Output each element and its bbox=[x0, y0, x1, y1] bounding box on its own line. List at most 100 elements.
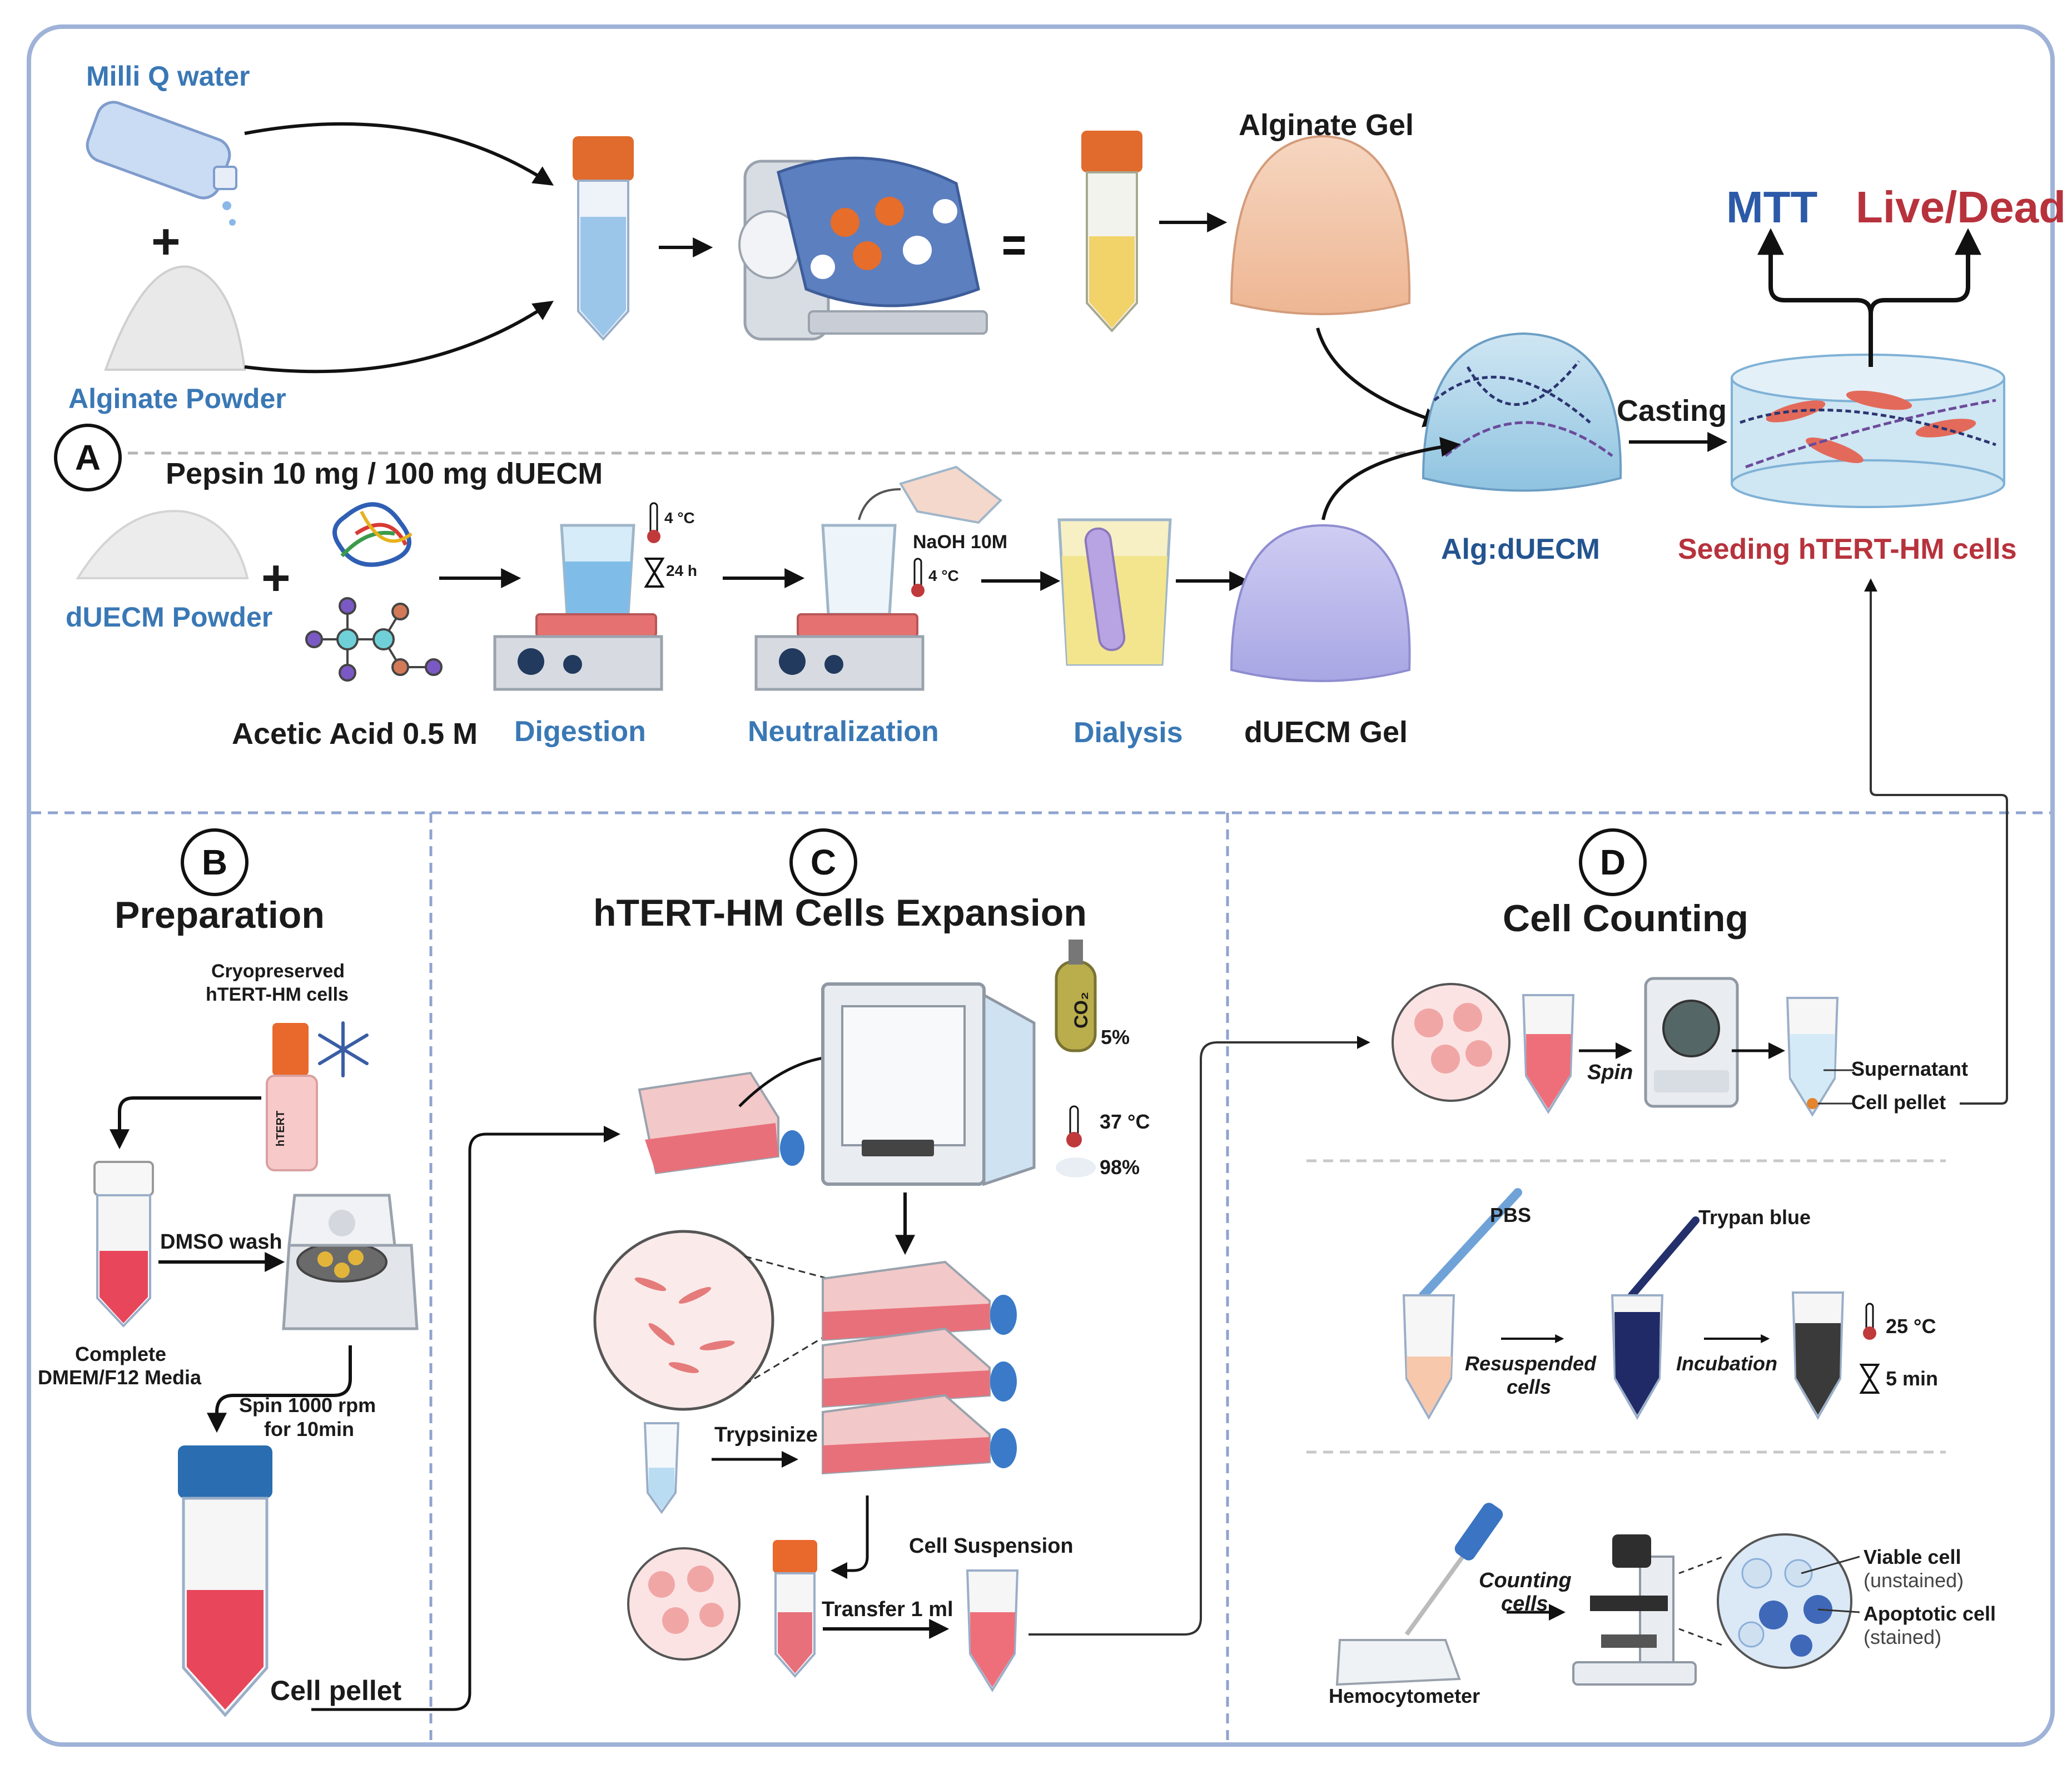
arrow-b-to-c bbox=[311, 1126, 620, 1711]
duecm-gel-label: dUECM Gel bbox=[1244, 715, 1408, 749]
cell-suspension-label: Cell Suspension bbox=[909, 1534, 1074, 1558]
arrow-c-to-d bbox=[1028, 1036, 1370, 1636]
alg-duecm-label: Alg:dUECM bbox=[1441, 533, 1600, 565]
temperature-c-label: 37 °C bbox=[1100, 1110, 1150, 1133]
resuspended-line1: Resuspended bbox=[1465, 1352, 1597, 1375]
arrow-to-live-dead bbox=[1869, 228, 1981, 315]
mtt-label: MTT bbox=[1726, 182, 1818, 232]
thermometer-icon-c bbox=[1066, 1105, 1082, 1147]
snowflake-icon bbox=[318, 1021, 369, 1077]
cell-pellet-d-label: Cell pellet bbox=[1851, 1091, 1946, 1114]
alginate-powder-label: Alginate Powder bbox=[68, 383, 286, 414]
plus-sign-2: + bbox=[261, 550, 291, 606]
milli-q-water-label: Milli Q water bbox=[86, 61, 250, 92]
panel-c-title: hTERT-HM Cells Expansion bbox=[593, 892, 1087, 934]
panel-c-label: C bbox=[789, 828, 857, 896]
panel-d-label: D bbox=[1579, 828, 1647, 896]
arrow-alginate-to-mix bbox=[1316, 327, 1444, 428]
vial-label: hTERT bbox=[275, 1110, 287, 1147]
micropipette-icon bbox=[1404, 1503, 1503, 1636]
arrow-stack-to-tube bbox=[831, 1495, 869, 1579]
transfer-label: Transfer 1 ml bbox=[822, 1598, 953, 1621]
trypsin-tube-icon bbox=[643, 1422, 680, 1514]
microscope-icon bbox=[1572, 1534, 1697, 1686]
duecm-gel-shape bbox=[1230, 524, 1411, 682]
dmso-wash-label: DMSO wash bbox=[160, 1230, 282, 1254]
duecm-powder-icon bbox=[76, 510, 249, 579]
dialysis-label: Dialysis bbox=[1074, 717, 1183, 749]
viable-cell-label: Viable cell bbox=[1864, 1546, 1961, 1568]
trypan-blue-label: Trypan blue bbox=[1698, 1206, 1811, 1229]
co2-cylinder-icon bbox=[1055, 940, 1097, 1052]
alg-duecm-gel-icon bbox=[1422, 332, 1622, 492]
stained-label: (stained) bbox=[1864, 1626, 1942, 1648]
incubation-label: Incubation bbox=[1676, 1352, 1777, 1375]
digestion-label: Digestion bbox=[514, 715, 646, 748]
tube-rotator-icon bbox=[738, 156, 988, 341]
pellet-tube-icon bbox=[178, 1445, 272, 1717]
neutral-temp-label: 4 °C bbox=[928, 567, 959, 584]
humidity-cloud-icon bbox=[1056, 1157, 1096, 1177]
spin-d-label: Spin bbox=[1587, 1061, 1633, 1084]
hemocytometer-icon bbox=[1335, 1639, 1461, 1686]
eppendorf-tube-c-icon bbox=[966, 1569, 1019, 1692]
suspension-tube-icon bbox=[773, 1540, 817, 1678]
thermometer-icon-d bbox=[1863, 1303, 1876, 1340]
eppendorf-resuspended-icon bbox=[1402, 1294, 1455, 1420]
incubation-temp-label: 25 °C bbox=[1886, 1315, 1936, 1338]
casting-label: Casting bbox=[1617, 394, 1727, 428]
trypan-pipette-icon bbox=[1628, 1216, 1700, 1299]
incubator-icon bbox=[821, 982, 1036, 1186]
pbs-pipette-icon bbox=[1419, 1188, 1522, 1300]
cryovial-icon bbox=[266, 1023, 318, 1171]
zoom-line-2 bbox=[744, 1333, 829, 1385]
media-tube-icon bbox=[93, 1161, 154, 1328]
equals-sign bbox=[1003, 236, 1025, 255]
flask-stack-icon bbox=[822, 1260, 1017, 1475]
counting-cells-line1: Counting bbox=[1479, 1569, 1572, 1592]
spin-line1: Spin 1000 rpm bbox=[239, 1394, 376, 1417]
acetic-acid-label: Acetic Acid 0.5 M bbox=[232, 717, 478, 751]
panel-d-title: Cell Counting bbox=[1503, 897, 1748, 940]
panel-a-label: A bbox=[54, 424, 122, 491]
cryopreserved-line1: Cryopreserved bbox=[211, 961, 345, 982]
neutralization-label: Neutralization bbox=[748, 715, 939, 748]
spin-line2: for 10min bbox=[264, 1418, 355, 1440]
digest-time-label: 24 h bbox=[666, 562, 698, 579]
digest-temp-label: 4 °C bbox=[664, 509, 695, 526]
apoptotic-cell-label: Apoptotic cell bbox=[1864, 1602, 1996, 1625]
panel-b-title: Preparation bbox=[115, 894, 325, 936]
cryopreserved-line2: hTERT-HM cells bbox=[206, 984, 349, 1005]
hourglass-icon-d bbox=[1859, 1364, 1880, 1394]
pbs-label: PBS bbox=[1490, 1204, 1532, 1226]
counting-cells-line2: cells bbox=[1501, 1592, 1548, 1616]
zoom-line-4 bbox=[1678, 1628, 1724, 1647]
acetic-acid-molecule-icon bbox=[305, 597, 443, 682]
eppendorf-trypan-icon bbox=[1611, 1294, 1664, 1420]
unstained-label: (unstained) bbox=[1864, 1569, 1964, 1592]
zoom-line-3 bbox=[1678, 1556, 1724, 1574]
alginate-gel-shape bbox=[1230, 135, 1411, 315]
naoh-label: NaOH 10M bbox=[913, 531, 1008, 553]
zoom-line-1 bbox=[744, 1255, 829, 1280]
seeding-label: Seeding hTERT-HM cells bbox=[1678, 533, 2017, 565]
hemocytometer-label: Hemocytometer bbox=[1329, 1684, 1480, 1707]
duecm-powder-label: dUECM Powder bbox=[66, 602, 273, 633]
resuspended-line2: cells bbox=[1507, 1375, 1552, 1398]
incubation-time-label: 5 min bbox=[1886, 1367, 1939, 1390]
thermometer-icon bbox=[647, 502, 660, 543]
arrow-counting-to-seeding bbox=[1864, 578, 2008, 1105]
eppendorf-incubated-icon bbox=[1791, 1291, 1845, 1420]
centrifuge-d-icon bbox=[1644, 977, 1739, 1108]
pepsin-protein-icon bbox=[332, 502, 413, 567]
media-line2: DMEM/F12 Media bbox=[38, 1366, 202, 1389]
pepsin-label: Pepsin 10 mg / 100 mg dUECM bbox=[166, 457, 603, 490]
arrow-water-to-tube bbox=[244, 122, 554, 186]
seeded-scaffold-icon bbox=[1731, 354, 2005, 508]
hourglass-icon bbox=[644, 558, 665, 588]
culture-flask-icon bbox=[638, 1071, 804, 1175]
dialysis-beaker-icon bbox=[1057, 518, 1172, 666]
trypsinize-label: Trypsinize bbox=[714, 1423, 818, 1447]
plus-sign-1: + bbox=[151, 214, 181, 270]
